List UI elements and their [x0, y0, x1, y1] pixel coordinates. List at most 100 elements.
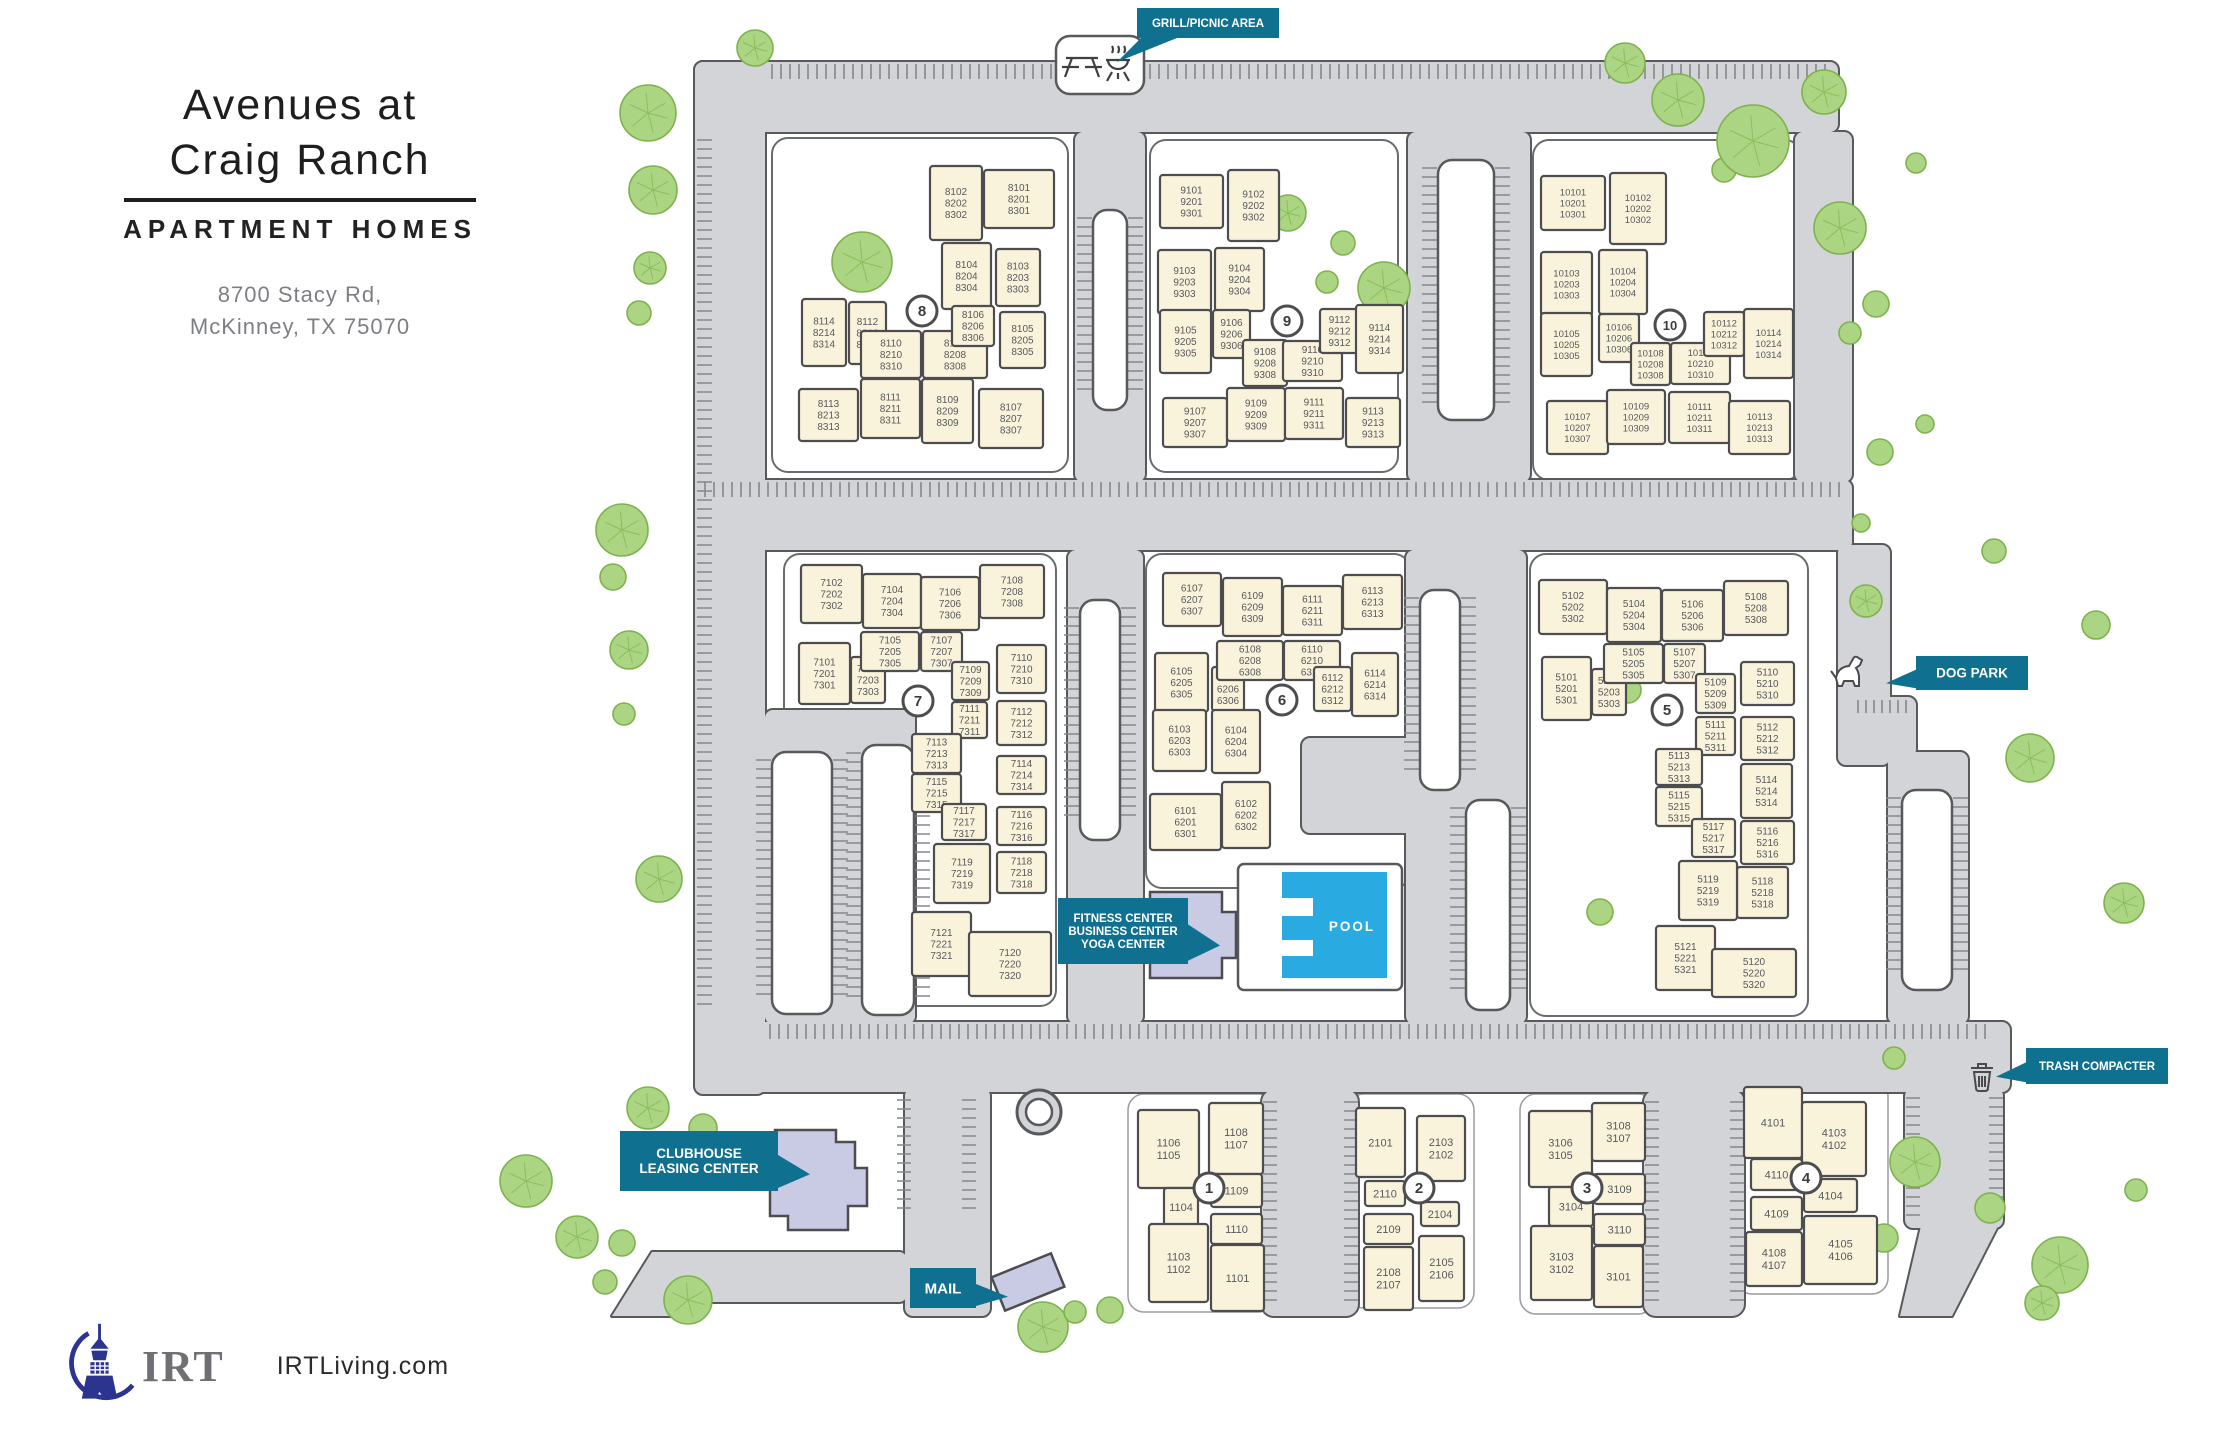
unit-numbers: 4109: [1764, 1208, 1788, 1220]
parking-island: [1078, 598, 1122, 842]
tree-icon: [1801, 69, 1847, 115]
tree-icon: [626, 300, 652, 326]
tree-icon: [608, 1229, 636, 1257]
tree-icon: [1905, 152, 1927, 174]
tree-icon: [1849, 584, 1883, 618]
building-badge-1: 1: [1192, 1171, 1226, 1205]
building-1-unit-1104: 1104: [1162, 1186, 1200, 1228]
parking-islands-layer: [770, 158, 1954, 1017]
tree-icon: [1851, 513, 1871, 533]
tree-icon: [1604, 42, 1646, 84]
tree-icon: [831, 231, 893, 293]
unit-numbers: 2110: [1373, 1188, 1397, 1200]
tree-icon: [619, 84, 677, 142]
tree-icon: [626, 1086, 670, 1130]
road-segment: [1795, 132, 1852, 482]
tree-icon: [1981, 538, 2007, 564]
parking-ticks: [1344, 1101, 1358, 1301]
parking-ticks: [1064, 607, 1079, 816]
building-1-unit-1101: 1101: [1209, 1243, 1266, 1313]
tree-icon: [599, 563, 627, 591]
website-link: IRTLiving.com: [276, 1351, 450, 1380]
tree-icon: [499, 1154, 553, 1208]
unit-numbers: 1110: [1225, 1224, 1248, 1236]
parking-ticks: [756, 759, 771, 995]
building-2-unit-2101: 2101: [1354, 1106, 1407, 1179]
parking-ticks: [1263, 1101, 1277, 1301]
parking-island: [1464, 798, 1512, 1012]
parking-ticks: [962, 1099, 976, 1209]
road-segment: [1905, 1088, 2003, 1228]
parking-island: [1091, 208, 1129, 412]
unit-numbers: 2104: [1428, 1209, 1452, 1221]
tree-icon: [2005, 733, 2055, 783]
badge-number: 4: [1802, 1170, 1811, 1187]
picnic-table-icon: [1062, 56, 1102, 78]
irt-logo-text: IRT: [142, 1341, 225, 1391]
dog-icon: [1830, 655, 1864, 687]
building-badge-9: 9: [1270, 304, 1304, 338]
tree-icon: [1330, 230, 1356, 256]
flag-label: TRASH COMPACTER: [2039, 1061, 2156, 1073]
tree-icon: [1651, 73, 1705, 127]
road-segment: [1302, 738, 1422, 833]
parking-ticks: [704, 482, 1840, 497]
flag-trash-compacter: TRASH COMPACTER: [1996, 1048, 2168, 1084]
tree-icon: [592, 1269, 618, 1295]
